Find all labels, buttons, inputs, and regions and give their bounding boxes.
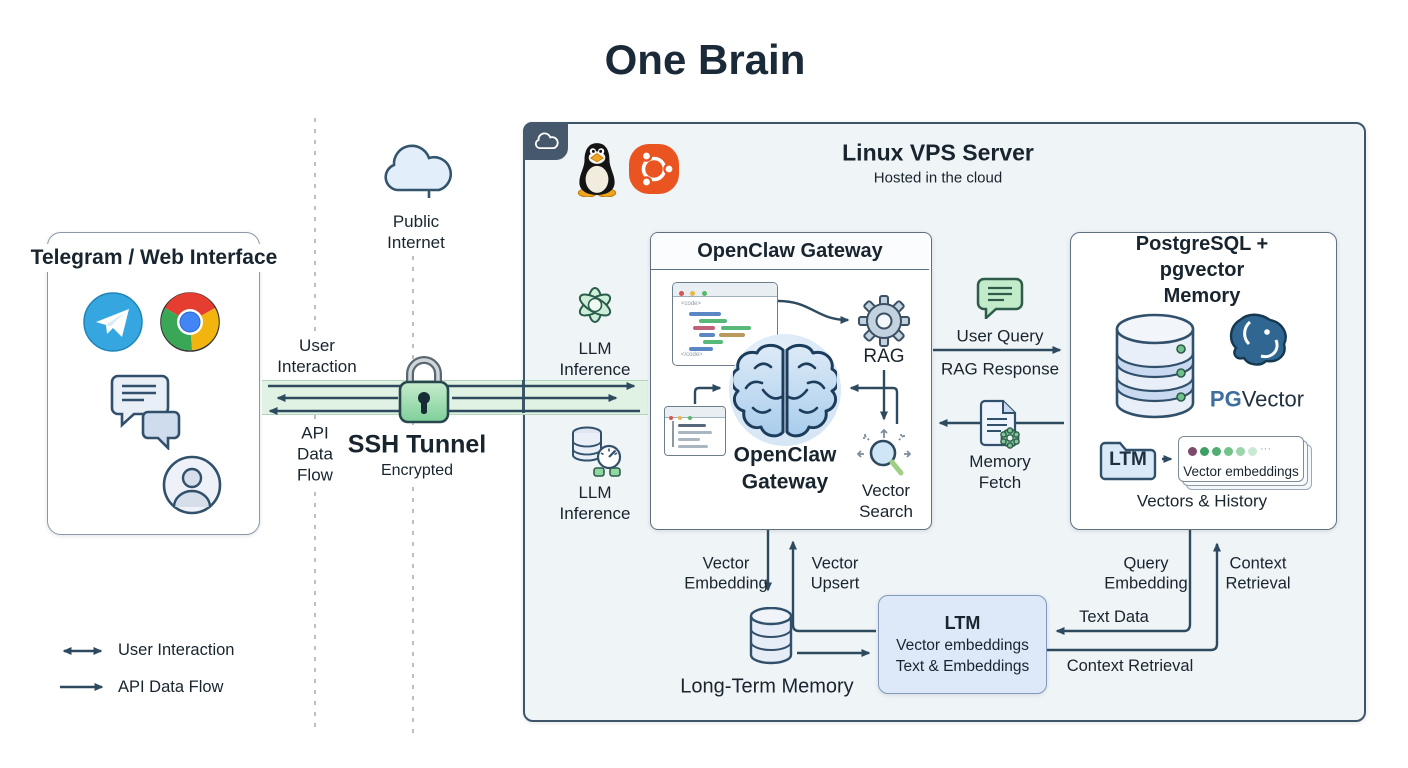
lock-icon	[398, 356, 450, 424]
postgres-title: PostgreSQL + pgvector Memory	[1135, 233, 1269, 307]
user-icon	[162, 455, 222, 515]
mini-window-icon	[664, 406, 726, 456]
ltm-box-line2: Text & Embeddings	[895, 657, 1030, 675]
pgvector-pg: PG	[1209, 386, 1242, 412]
postgres-elephant-icon	[1229, 313, 1287, 366]
folder-label: LTM	[1109, 449, 1147, 470]
ubuntu-icon	[629, 144, 679, 194]
page-title: One Brain	[604, 35, 806, 83]
chat-green-icon	[976, 277, 1024, 319]
folder-icon: LTM	[1097, 435, 1159, 483]
document-gear-icon	[979, 399, 1020, 449]
cloud-tab-icon	[534, 132, 559, 150]
query-embedding-label: Query Embedding	[1104, 554, 1188, 593]
ltm-box-line1: Vector embeddings	[896, 636, 1029, 654]
openclaw-header: OpenClaw Gateway	[651, 233, 929, 270]
user-query-label: User Query	[956, 326, 1044, 346]
vps-border-over-band	[522, 380, 525, 413]
pgvector-vector: Vector	[1241, 386, 1305, 412]
ltm-panel: LTM Vector embeddings Text & Embeddings	[878, 595, 1047, 694]
long-term-memory-label: Long-Term Memory	[680, 675, 854, 698]
vector-embedding-label: Vector Embedding	[684, 554, 768, 593]
telegram-icon	[83, 292, 143, 352]
memory-fetch-label: Memory Fetch	[969, 451, 1031, 492]
ltm-database-icon	[749, 607, 793, 665]
pgvector-label: PGVector	[1210, 385, 1304, 412]
context-retrieval-vertical-label: Context Retrieval	[1225, 554, 1291, 593]
tux-icon	[577, 143, 617, 197]
openclaw-center-label: OpenClaw Gateway	[733, 443, 837, 494]
ssh-tunnel-subtitle: Encrypted	[374, 460, 460, 482]
vector-upsert-label: Vector Upsert	[810, 554, 860, 593]
legend-api-data-flow: API Data Flow	[118, 678, 224, 697]
text-data-label: Text Data	[1079, 607, 1149, 626]
telegram-panel-title: Telegram / Web Interface	[24, 243, 284, 273]
vps-cloud-tab	[523, 122, 568, 160]
rag-label: RAG	[863, 346, 905, 368]
chrome-icon	[160, 292, 220, 352]
magnifier-icon	[856, 428, 912, 476]
ssh-tunnel-band	[262, 380, 648, 415]
llm-inference-top-label: LLM Inference	[559, 338, 631, 379]
vector-search-label: Vector Search	[859, 480, 913, 521]
legend-user-interaction: User Interaction	[118, 641, 235, 660]
chat-bubbles-icon	[110, 374, 181, 450]
public-internet-label: Public Internet	[387, 211, 445, 252]
rag-response-label: RAG Response	[940, 359, 1060, 379]
llm-inference-bottom-label: LLM Inference	[559, 482, 631, 523]
ssh-tunnel-title: SSH Tunnel	[341, 428, 493, 462]
ltm-box-title: LTM	[944, 613, 981, 634]
user-interaction-label: User Interaction	[271, 333, 363, 379]
database-icon	[1115, 313, 1195, 419]
vectors-history-label: Vectors & History	[1136, 491, 1268, 511]
vps-subtitle: Hosted in the cloud	[873, 169, 1003, 187]
embeddings-card-icon: ··· Vector embeddings	[1178, 436, 1312, 490]
brain-icon	[733, 344, 837, 438]
embeddings-card-label: Vector embeddings	[1183, 464, 1299, 479]
context-retrieval-horizontal-label: Context Retrieval	[1066, 656, 1194, 675]
openclaw-header-title: OpenClaw Gateway	[697, 239, 883, 262]
openai-icon	[578, 287, 612, 323]
cloud-icon	[384, 144, 452, 192]
vps-title: Linux VPS Server	[842, 139, 1034, 166]
db-gauge-icon	[572, 426, 622, 477]
gear-icon	[858, 295, 910, 347]
api-data-flow-label: API Data Flow	[291, 421, 339, 487]
